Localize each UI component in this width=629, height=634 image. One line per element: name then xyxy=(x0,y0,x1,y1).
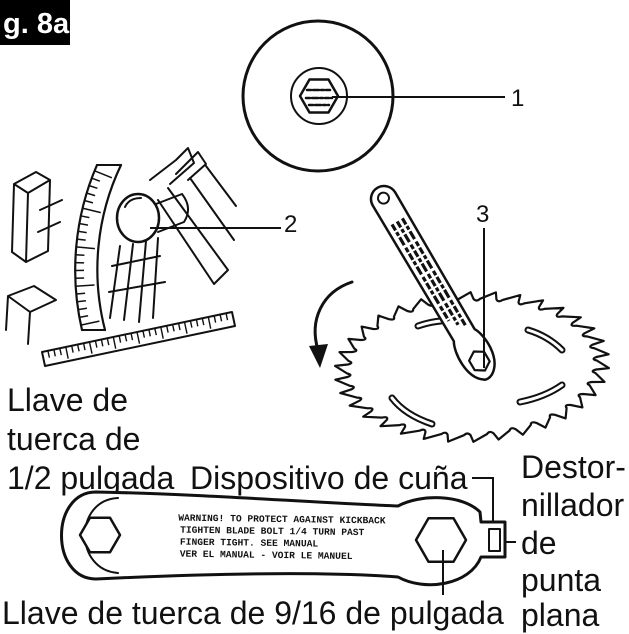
slot-fill xyxy=(526,328,564,352)
figure-label: g. 8a xyxy=(3,8,70,40)
scale-tick xyxy=(79,315,89,319)
knob-highlight xyxy=(124,197,142,208)
ruler-tick xyxy=(160,326,164,339)
knob-shaft xyxy=(155,193,189,233)
bevel-ruler-ticks xyxy=(47,313,229,359)
ruler-tick xyxy=(183,321,188,334)
ruler-tick xyxy=(130,333,134,341)
wedge-leader xyxy=(472,477,494,523)
wrench-stamp: WARNING! TO PROTECT AGAINST KICKBACK TIG… xyxy=(178,513,386,562)
screwdriver-tip xyxy=(488,528,501,552)
scale-tick xyxy=(76,300,86,303)
scale-tick xyxy=(75,253,85,257)
scale-tick xyxy=(86,192,96,197)
nine-sixteenth-hex-opening xyxy=(414,517,468,563)
ruler-tick xyxy=(106,338,110,346)
ruler-tick xyxy=(118,335,122,343)
ruler-tick xyxy=(171,324,175,332)
wrench-outline xyxy=(60,490,507,587)
left-bracket xyxy=(11,171,51,263)
half-inch-wrench-label-line1: Llave de xyxy=(7,382,128,418)
ruler-tick xyxy=(207,316,212,329)
slot-fill xyxy=(518,383,564,404)
ruler-tick xyxy=(142,330,146,338)
scale-tick xyxy=(75,284,95,287)
callout-3: 3 xyxy=(476,201,489,228)
ruler-tick xyxy=(213,315,217,323)
ruler-tick xyxy=(166,325,169,333)
ruler-tick xyxy=(148,329,151,337)
blade-and-wrench-drawing xyxy=(309,184,610,443)
bevel-lock-knob xyxy=(115,192,161,244)
blade-wrench xyxy=(369,184,496,381)
wrench-stamp-line1: WARNING! TO PROTECT AGAINST KICKBACK xyxy=(178,513,386,527)
left-rail xyxy=(5,199,63,345)
ruler-tick xyxy=(219,314,223,322)
scale-tick xyxy=(82,207,101,214)
scale-tick xyxy=(94,170,113,179)
ruler-tick xyxy=(88,341,93,354)
ruler-tick xyxy=(76,344,80,352)
ruler-tick xyxy=(82,343,86,351)
ruler-tick xyxy=(136,331,141,344)
half-inch-wrench-label-line3: 1/2 pulgada xyxy=(7,460,174,496)
scale-tick xyxy=(77,307,88,311)
bolt-stamp-marks xyxy=(304,88,334,107)
scale-tick xyxy=(88,184,98,190)
ruler-tick xyxy=(47,350,51,358)
ruler-tick xyxy=(112,336,117,349)
blade-wrench-stamp-marks xyxy=(390,217,467,327)
ruler-tick xyxy=(177,323,181,331)
bevel-scale-drawing xyxy=(5,147,237,367)
screwdriver-label-line4: punta xyxy=(521,562,601,598)
wedge-label: Dispositivo de cuña xyxy=(190,460,468,496)
scale-band-ends xyxy=(81,164,122,331)
wrench-stamp-line2: TIGHTEN BLADE BOLT 1/4 TURN PAST xyxy=(180,525,365,539)
scale-tick xyxy=(78,222,89,226)
half-inch-hex-opening xyxy=(78,516,122,554)
figure-tab xyxy=(0,0,70,45)
screwdriver-label-line3: de xyxy=(521,525,557,561)
screwdriver-label-line5: plana xyxy=(521,597,600,633)
support-posts xyxy=(108,237,166,323)
scale-band-inner xyxy=(96,163,123,332)
scale-tick xyxy=(91,177,101,182)
scale-tick xyxy=(75,246,95,250)
ruler-tick xyxy=(65,346,69,359)
scale-tick xyxy=(84,199,94,204)
scale-tick xyxy=(77,230,87,234)
slot-fill xyxy=(390,396,434,426)
bevel-scale-ticks xyxy=(74,170,113,326)
scale-tick xyxy=(76,292,86,295)
ruler-tick xyxy=(225,313,229,321)
scale-tick xyxy=(80,215,90,219)
rotation-arrow-head xyxy=(309,344,328,368)
screwdriver-label-line2: nillador xyxy=(521,487,625,523)
screwdriver-label-line1: Destor- xyxy=(521,449,626,485)
callout-1: 1 xyxy=(511,85,524,112)
combination-wrench: WARNING! TO PROTECT AGAINST KICKBACK TIG… xyxy=(60,490,507,587)
ruler-tick xyxy=(195,319,199,327)
ruler-tick xyxy=(189,320,193,328)
ruler-tick xyxy=(71,345,74,353)
ruler-tick xyxy=(154,328,157,336)
fence-plates xyxy=(149,147,237,285)
scale-tick xyxy=(80,320,100,326)
half-inch-wrench-label-line2: tuerca de xyxy=(7,421,140,457)
ruler-tick xyxy=(53,349,56,357)
ruler-tick xyxy=(59,348,62,356)
blade-wrench-end-hole xyxy=(376,191,390,205)
nine-sixteenth-wrench-label: Llave de tuerca de 9/16 de pulgada xyxy=(2,595,504,631)
ruler-tick xyxy=(100,339,104,347)
ruler-tick xyxy=(94,340,98,348)
scale-tick xyxy=(76,238,86,241)
rotation-arrow xyxy=(313,280,354,352)
callout-2: 2 xyxy=(284,211,297,238)
ruler-tick xyxy=(201,318,205,326)
ruler-tick xyxy=(124,334,128,342)
wrench-stamp-line4: VER EL MANUAL - VOIR LE MANUEL xyxy=(180,549,353,562)
wrench-stamp-line3: FINGER TIGHT. SEE MANUAL xyxy=(180,537,319,550)
